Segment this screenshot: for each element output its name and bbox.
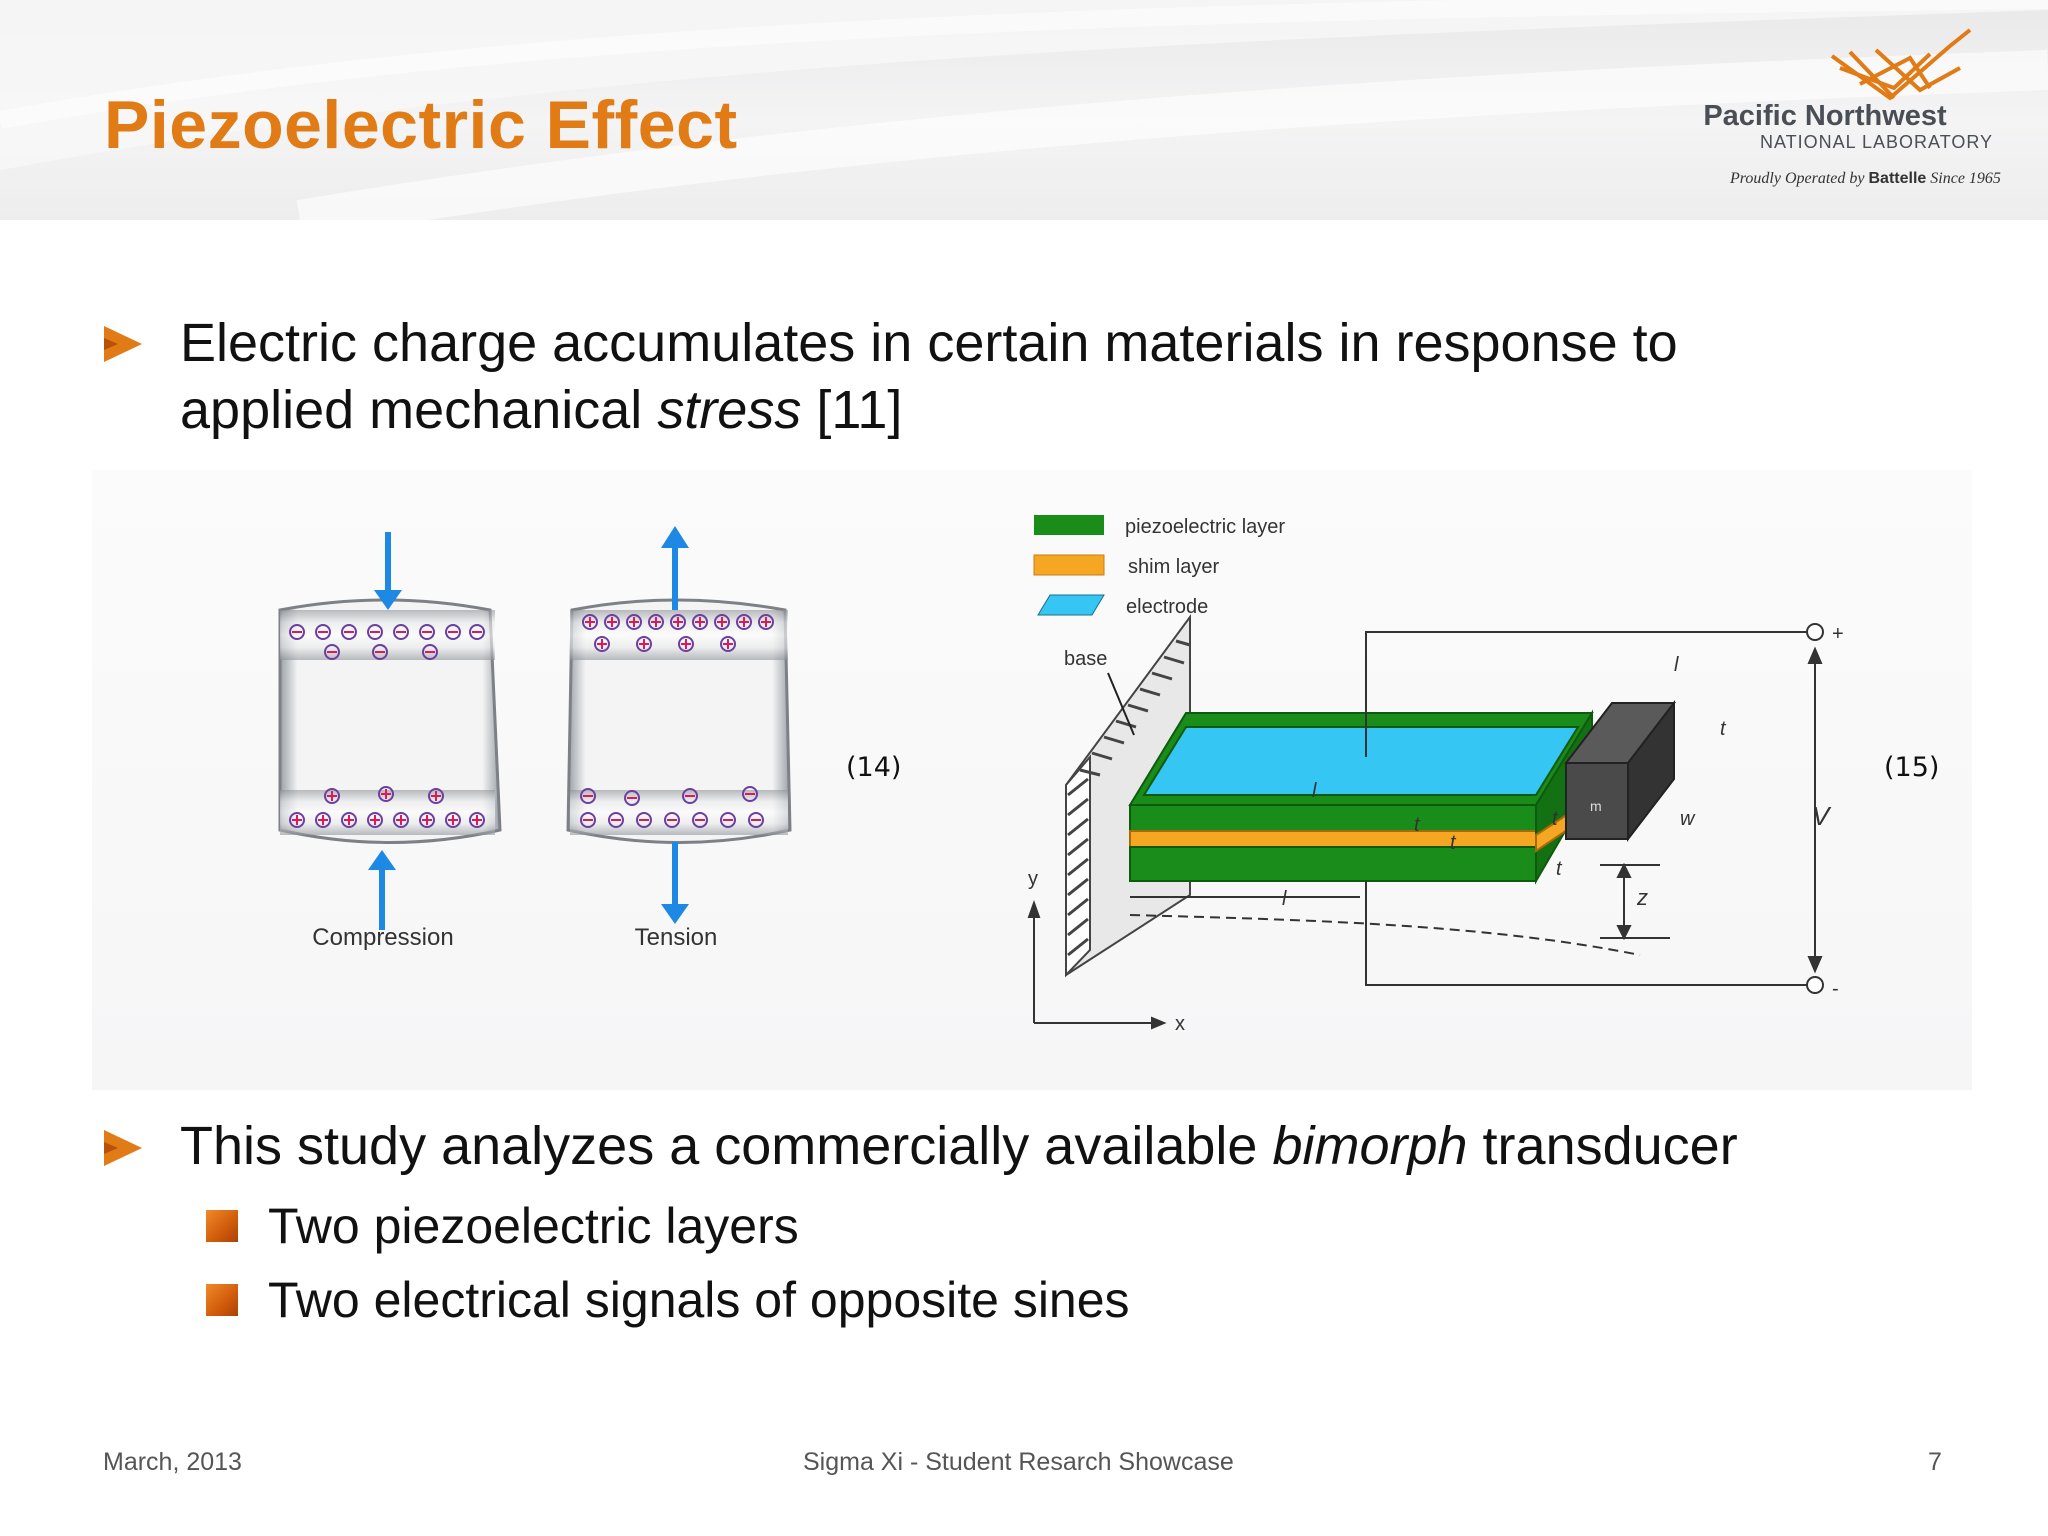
tension-arrow-up-icon bbox=[661, 526, 689, 610]
legend-shim-swatch bbox=[1033, 554, 1105, 576]
deflection-indicator bbox=[1129, 862, 1670, 956]
terminal-plus: + bbox=[1832, 623, 1844, 645]
dim-w: w bbox=[1680, 808, 1696, 830]
base-wall bbox=[1065, 613, 1191, 978]
coordinate-axes bbox=[1027, 900, 1167, 1030]
bullet-2-text-post: transducer bbox=[1467, 1116, 1738, 1176]
bullet-1-line-2: applied mechanical stress [11] bbox=[180, 377, 902, 443]
bullet-2-text-pre: This study analyzes a commercially avail… bbox=[180, 1116, 1273, 1176]
voltage-label: V bbox=[1812, 801, 1832, 831]
legend-piezo-swatch bbox=[1034, 515, 1104, 535]
legend-piezo-label: piezoelectric layer bbox=[1125, 516, 1285, 538]
figure-right-reference: (15) bbox=[1884, 752, 1940, 783]
legend-electrode-label: electrode bbox=[1126, 596, 1208, 618]
dim-tp: t bbox=[1414, 814, 1421, 836]
dim-lb: l bbox=[1282, 888, 1287, 910]
compression-label: Compression bbox=[312, 924, 453, 951]
logo-tagline: Proudly Operated by Battelle Since 1965 bbox=[1730, 170, 2001, 188]
pnnl-logo-mark-icon bbox=[1830, 28, 1972, 101]
tension-arrow-down-icon bbox=[661, 842, 689, 924]
pnnl-logo: Pacific Northwest NATIONAL LABORATORY Pr… bbox=[1690, 28, 2030, 198]
logo-subtitle: NATIONAL LABORATORY bbox=[1760, 132, 1994, 152]
voltage-indicator bbox=[1807, 646, 1823, 974]
legend: piezoelectric layer shim layer electrode bbox=[1033, 515, 1285, 618]
sub-bullet-square-icon bbox=[206, 1284, 238, 1316]
tension-label: Tension bbox=[635, 924, 718, 951]
legend-shim-label: shim layer bbox=[1128, 556, 1219, 578]
bullet-2-text: This study analyzes a commercially avail… bbox=[180, 1113, 1738, 1179]
tension-element bbox=[566, 598, 792, 844]
mass-label: m bbox=[1590, 798, 1602, 814]
slide-header: Piezoelectric Effect Pacific Northwest N… bbox=[0, 0, 2048, 220]
sub-bullet-square-icon bbox=[206, 1210, 238, 1242]
piezo-compression-tension-figure: Compression Tension bbox=[278, 526, 792, 951]
slide-title: Piezoelectric Effect bbox=[104, 87, 738, 163]
z-label: z bbox=[1636, 885, 1648, 910]
logo-tagline-prefix: Proudly Operated by bbox=[1730, 170, 1865, 187]
dimension-labels: l l t w t t t t l bbox=[1282, 654, 1727, 910]
dim-lm: l bbox=[1674, 654, 1679, 676]
bullet-arrow-icon bbox=[104, 326, 142, 362]
dim-tm: t bbox=[1720, 718, 1727, 740]
compression-arrow-up-icon bbox=[368, 850, 396, 930]
bimorph-cantilever-figure: piezoelectric layer shim layer electrode… bbox=[1027, 515, 1844, 1035]
bullet-arrow-icon bbox=[104, 1130, 142, 1166]
base-label: base bbox=[1064, 648, 1107, 670]
bullet-1-line-2-text: applied mechanical bbox=[180, 380, 658, 440]
bullet-1-line-1: Electric charge accumulates in certain m… bbox=[180, 313, 1678, 373]
logo-name: Pacific Northwest bbox=[1703, 100, 1947, 132]
logo-tagline-suffix: Since 1965 bbox=[1930, 170, 2001, 187]
compression-arrow-down-icon bbox=[374, 532, 402, 610]
figure-left-reference: (14) bbox=[846, 752, 902, 783]
terminal-minus: - bbox=[1832, 978, 1839, 1000]
proof-mass: m bbox=[1563, 700, 1677, 842]
bullet-1-emphasis: stress bbox=[657, 380, 802, 440]
sub-bullet-1-text: Two piezoelectric layers bbox=[268, 1198, 799, 1254]
logo-tagline-brand: Battelle bbox=[1868, 170, 1927, 187]
bimorph-beam bbox=[1128, 709, 1641, 885]
legend-electrode-swatch bbox=[1037, 594, 1105, 616]
header-swoosh-graphic bbox=[0, 0, 2048, 220]
dim-lp-top: l bbox=[1312, 780, 1317, 802]
axis-y-label: y bbox=[1028, 868, 1038, 890]
footer-date: March, 2013 bbox=[103, 1448, 242, 1476]
output-circuit bbox=[1365, 623, 1824, 994]
footer-page-number: 7 bbox=[1928, 1448, 1942, 1476]
footer-event: Sigma Xi - Student Resarch Showcase bbox=[803, 1448, 1234, 1476]
sub-bullet-2-text: Two electrical signals of opposite sines bbox=[268, 1272, 1130, 1328]
bullet-1-citation: [11] bbox=[801, 380, 903, 440]
dim-tp-bottom: t bbox=[1556, 858, 1563, 880]
base-pointer bbox=[1107, 672, 1135, 736]
bullet-2-emphasis: bimorph bbox=[1272, 1116, 1468, 1176]
dim-ts: t bbox=[1450, 832, 1457, 854]
compression-element bbox=[278, 598, 502, 844]
dim-tp-right: t bbox=[1552, 808, 1559, 830]
axis-x-label: x bbox=[1175, 1013, 1185, 1035]
